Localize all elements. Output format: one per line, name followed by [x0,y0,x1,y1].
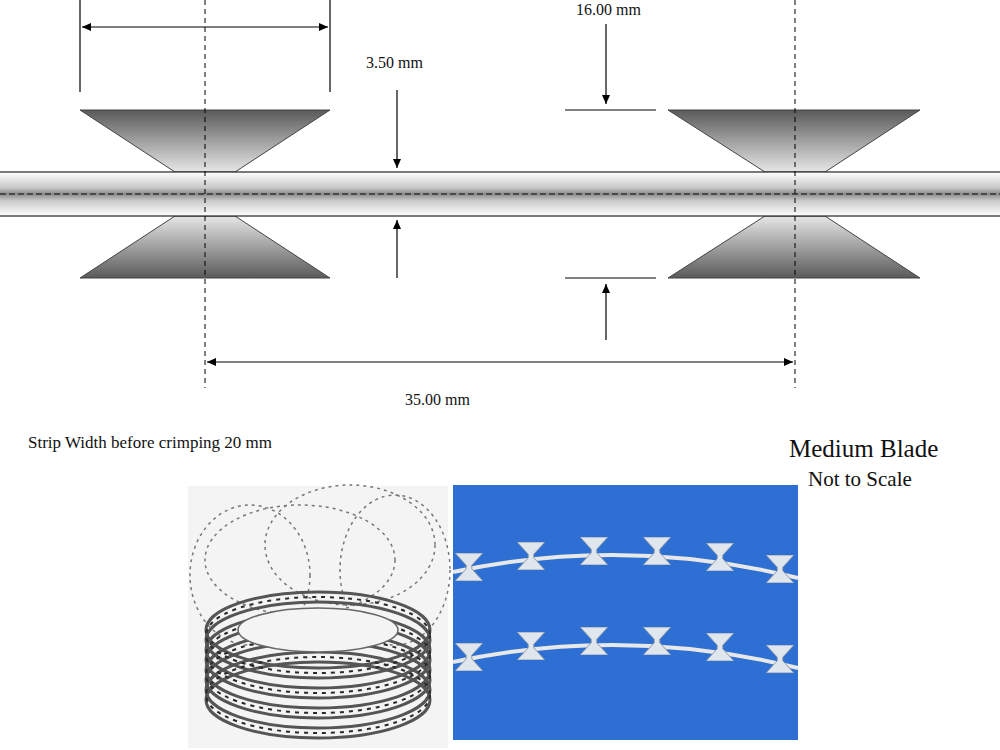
dimension-label: 3.50 mm [364,54,425,72]
note-text: Strip Width before crimping 20 mm [28,433,272,453]
scale-note: Not to Scale [808,467,912,492]
dimension-label: 16.00 mm [574,1,643,19]
dimension-label: 35.00 mm [405,391,470,409]
blade-title: Medium Blade [789,435,938,463]
